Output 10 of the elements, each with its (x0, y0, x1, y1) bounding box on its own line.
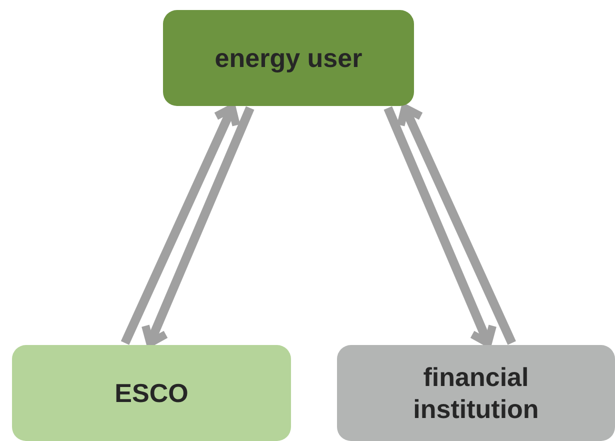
arrow (384, 106, 497, 347)
node-label: financial institution (412, 360, 540, 426)
process-box (163, 10, 414, 106)
node-label: energy user (214, 42, 362, 74)
node-label: ESCO (114, 376, 188, 410)
arrow (141, 106, 254, 347)
process-box (337, 345, 615, 441)
process-box (12, 345, 291, 441)
arrow (396, 104, 516, 345)
arrow (120, 104, 240, 345)
